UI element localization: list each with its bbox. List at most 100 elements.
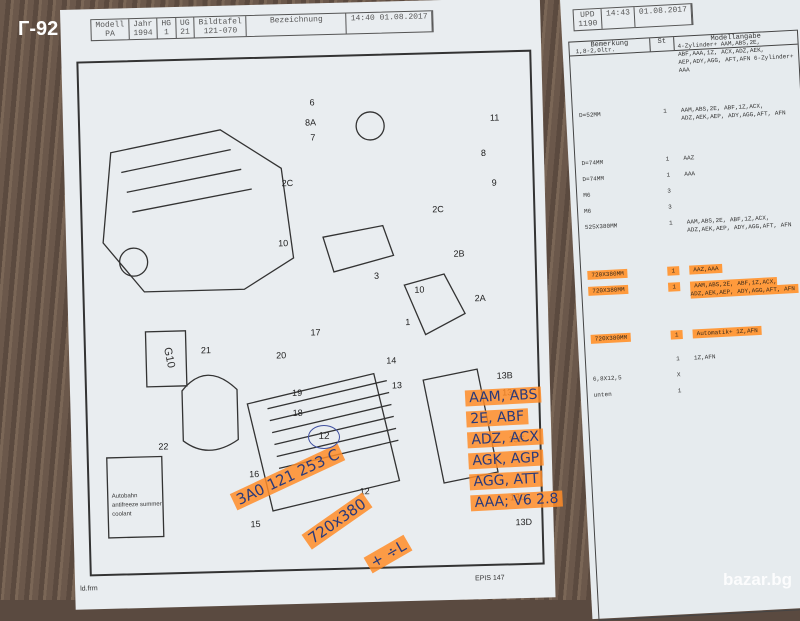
table-row: 525X380MM 1 AAM,ABS,2E, ABF,1Z,ACX, ADZ,AE… [579, 212, 800, 240]
callout-21: 21 [200, 345, 212, 356]
table-row: D=52MM 1 AAM,ABS,2E, ABF,1Z,ACX, ADZ,AEK,A… [573, 101, 800, 129]
row-note: D=52MM [578, 111, 601, 120]
footer-page: EPIS 147 [474, 574, 505, 583]
callout-13d: 13D [515, 516, 533, 528]
callout-20: 20 [275, 350, 287, 361]
row-models: AAM,ABS,2E, ABF,1Z,ACX, ADZ,AEK,AEP, ADY… [689, 277, 800, 299]
callout-2c: 2C [432, 204, 444, 215]
row-models: AAM,ABS,2E, ABF,1Z,ACX, ADZ,AEK,AEP, ADY… [680, 102, 786, 122]
header-date: 01.08.2017 [634, 4, 693, 28]
row-note: unten [593, 390, 612, 399]
callout-22: 22 [158, 441, 169, 452]
row-note: 525X380MM [584, 222, 618, 232]
row-models: 4-Zylinder+ AAM,ABS,2E, ABF,AAA,1Z, ACX,… [677, 38, 794, 74]
table-row: 6,8X12,5 X [587, 364, 800, 384]
hdr-hg: HG [161, 19, 172, 29]
callout-8a: 8A [304, 117, 317, 128]
hdr-jahr-val: 1994 [133, 28, 153, 39]
handwritten-engine-code: ADZ, ACX [466, 428, 544, 449]
callout-8: 8 [480, 147, 487, 159]
callout-14: 14 [386, 355, 397, 366]
header-time: 14:43 [601, 7, 636, 29]
callout-7: 7 [310, 132, 316, 143]
hdr-time: 14:40 [350, 13, 375, 24]
row-qty: 1 [670, 330, 683, 340]
table-row: M6 3 [577, 180, 800, 200]
row-note: M6 [583, 191, 591, 200]
callout-15: 15 [250, 518, 261, 530]
hdr-date: 01.08.2017 [379, 12, 428, 23]
callout-1: 1 [405, 316, 411, 328]
row-qty: 3 [667, 187, 672, 195]
row-models: 1Z,AFN [693, 353, 716, 362]
engine-block-drawing [102, 129, 295, 293]
row-note: D=74MM [582, 174, 605, 184]
callout-18: 18 [292, 407, 303, 419]
row-models: AAZ,AAA [689, 263, 723, 275]
hdr-modell-val: PA [105, 29, 115, 39]
row-note: 1,8-2,0ltr. [575, 46, 616, 56]
callout-3: 3 [373, 270, 380, 281]
callout-10: 10 [414, 284, 425, 295]
hdr-bezeichnung: Bezeichnung [269, 15, 323, 26]
row-qty: 1 [675, 355, 680, 363]
row-note: 720X380MM [588, 284, 629, 296]
callout-16: 16 [249, 468, 260, 480]
callout-10: 10 [278, 238, 289, 249]
row-qty: 3 [667, 203, 672, 211]
watermark-logo: bazar.bg [723, 570, 792, 589]
hdr-bildtafel-val: 121-070 [203, 26, 238, 37]
row-note: D=74MM [581, 158, 604, 168]
table-row: M6 3 [578, 196, 800, 216]
callout-13b: 13B [496, 370, 513, 381]
row-qty: X [676, 371, 681, 379]
table-row: unten 1 [588, 380, 800, 400]
row-models: AAA [684, 170, 696, 178]
row-qty: 1 [677, 387, 682, 395]
upd-value: 1190 [578, 19, 598, 30]
row-qty: 1 [665, 155, 670, 163]
callout-2b: 2B [453, 248, 465, 259]
row-qty: 1 [667, 266, 680, 276]
handwritten-engine-code: AGK, AGP [468, 449, 544, 470]
callout-19: 19 [291, 387, 303, 399]
callout-9: 9 [491, 177, 497, 188]
table-row: D=74MM 1 AAA [576, 164, 800, 184]
row-models: AAM,ABS,2E, ABF,1Z,ACX, ADZ,AEK,AEP, ADY… [686, 214, 792, 234]
handwritten-engine-code: AAA; V6 2.8 [470, 490, 563, 512]
thermostat-housing-drawing [322, 111, 466, 336]
row-note: M6 [583, 207, 592, 216]
callout-2c: 2C [281, 177, 294, 189]
callout-6: 6 [309, 97, 315, 108]
callout-11: 11 [489, 112, 500, 123]
row-models: AAZ [683, 154, 695, 162]
handwritten-engine-code: AAM, ABS [464, 386, 542, 407]
row-note: 720X380MM [587, 268, 629, 280]
row-qty: 1 [666, 171, 671, 179]
hdr-modell: Modell [95, 20, 125, 31]
circled-ref-12: 12 [308, 425, 340, 449]
hdr-hg-val: 1 [163, 28, 169, 38]
row-note: 6,8X12,5 [592, 374, 622, 383]
parts-table: Bemerkung St Modellangabe 1,8-2,0ltr.4-Z… [568, 29, 800, 621]
row-qty: 1 [662, 107, 667, 115]
expansion-tank-drawing [144, 330, 239, 451]
row-note: 720X380MM [590, 332, 632, 344]
coolant-bottle-drawing [106, 455, 165, 539]
handwritten-engine-code: AGG, ATT [469, 470, 544, 491]
row-qty: 1 [668, 219, 673, 227]
photo-label: Г-92 [18, 18, 59, 40]
handwritten-engine-code: 2E, ABF [465, 408, 529, 428]
callout-13: 13 [391, 380, 403, 391]
table-row: 1 1Z,AFN [586, 348, 800, 368]
coolant-bottle-label: Autobahn antifreeze summer coolant [111, 493, 162, 518]
callout-2a: 2A [474, 292, 486, 304]
hdr-ug-val: 21 [180, 27, 190, 37]
